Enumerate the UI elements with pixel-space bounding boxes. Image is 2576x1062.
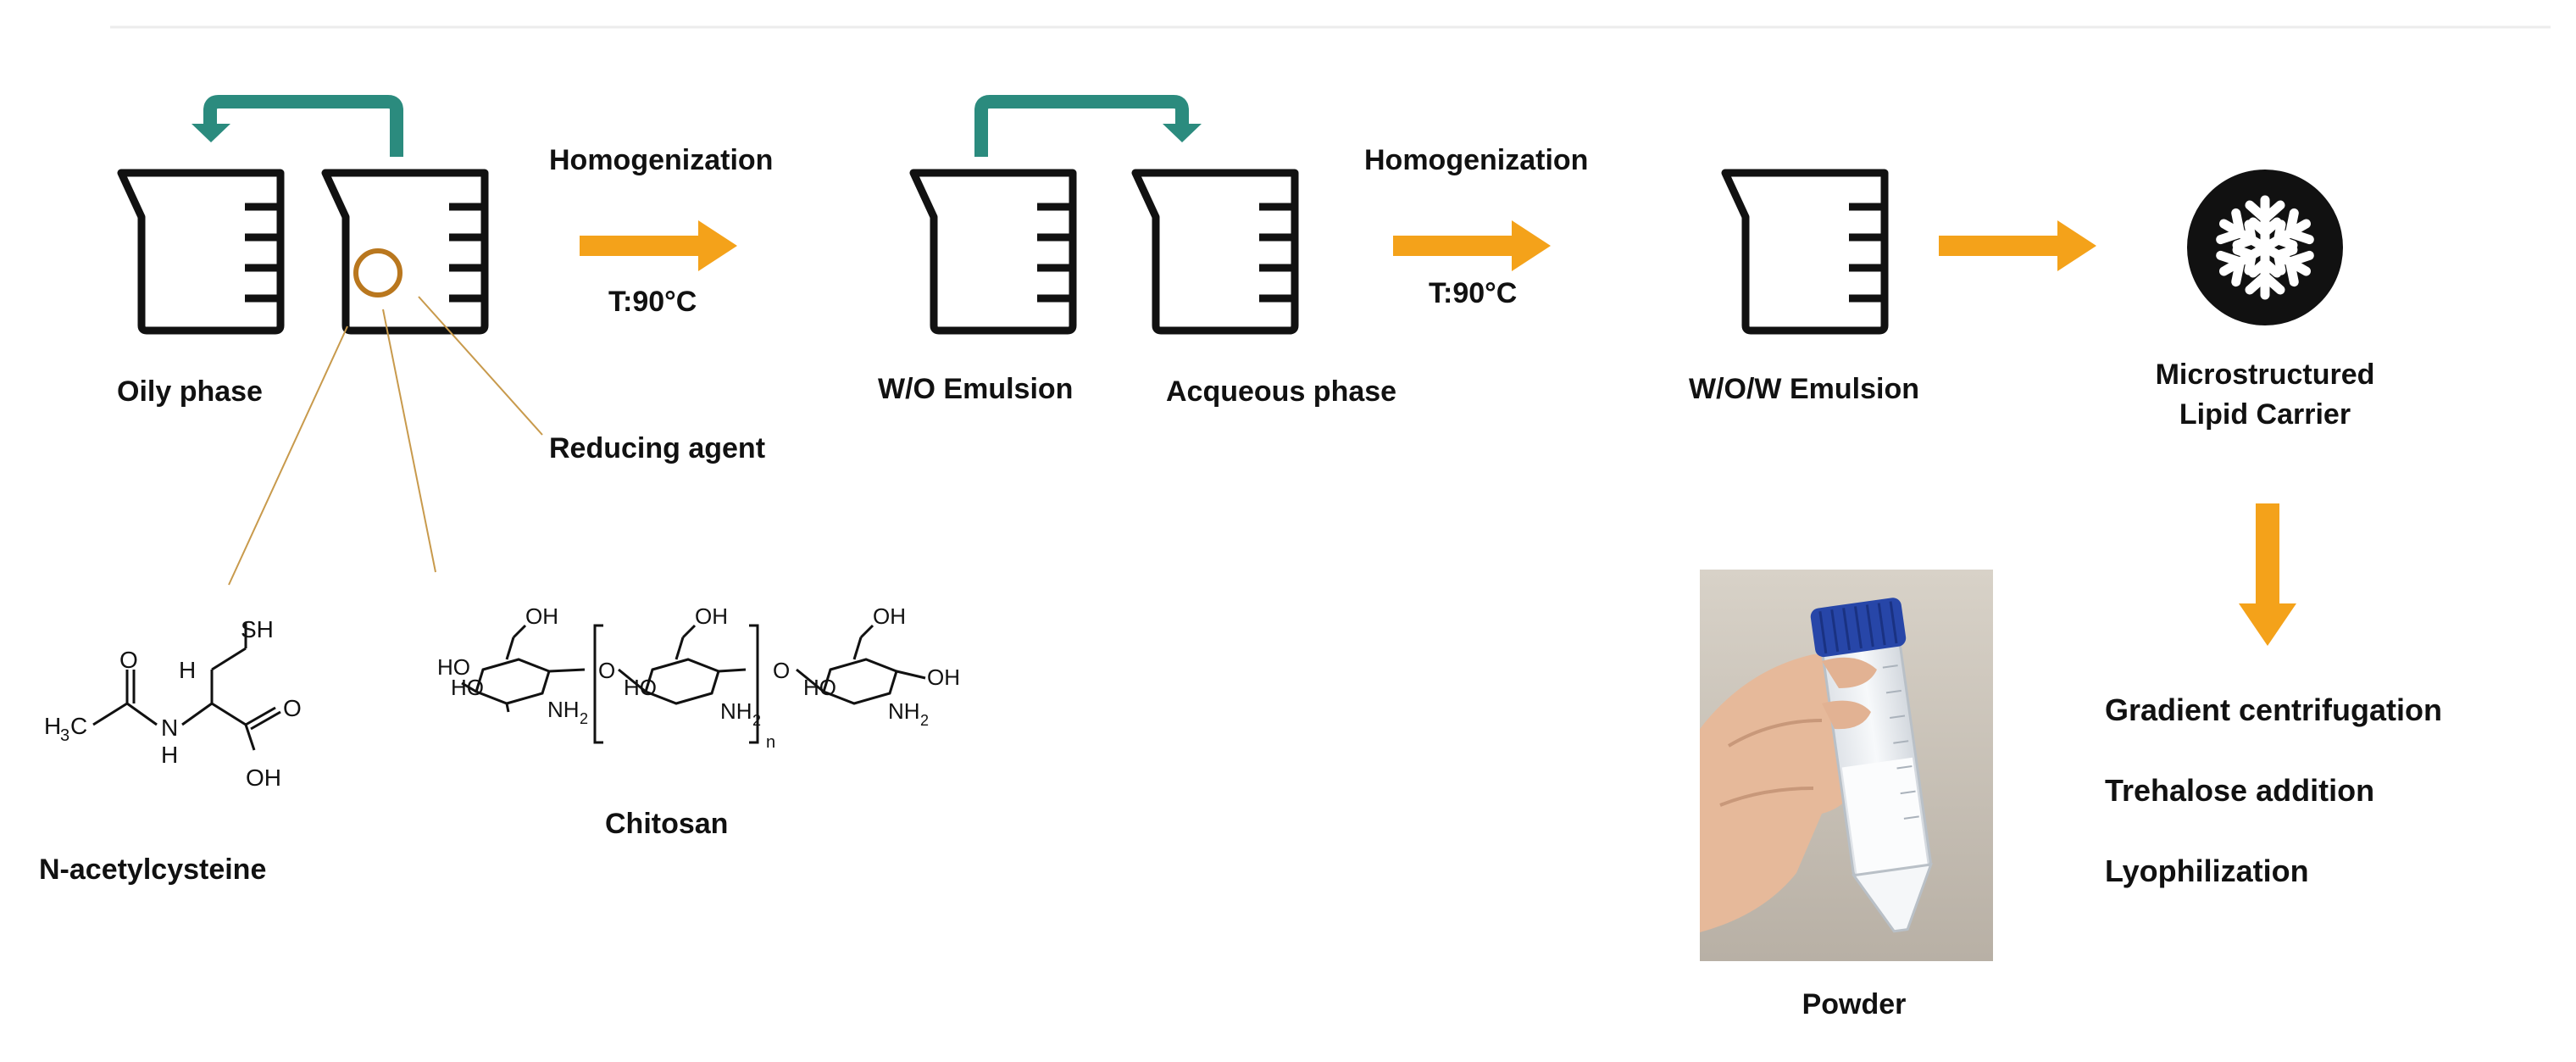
svg-text:H: H: [161, 742, 178, 768]
homogenization-label-1: Homogenization: [549, 144, 773, 176]
wo-emulsion-label: W/O Emulsion: [878, 373, 1073, 405]
process-arrow-1: [580, 220, 737, 271]
powder-label: Powder: [1802, 988, 1907, 1020]
svg-text:H: H: [179, 657, 196, 683]
pointer-line-chitosan: [382, 309, 436, 573]
process-arrow-2: [1393, 220, 1551, 271]
svg-text:O: O: [119, 647, 138, 673]
svg-text:O: O: [283, 695, 302, 721]
svg-text:OH: OH: [873, 603, 906, 629]
svg-text:OH: OH: [246, 765, 281, 791]
svg-text:2: 2: [580, 710, 588, 727]
n-acetylcysteine-label: N-acetylcysteine: [39, 853, 266, 886]
transfer-arrowhead-left: [192, 124, 230, 142]
transfer-arrowhead-right: [1163, 124, 1202, 142]
chitosan-structure: [461, 624, 926, 744]
chitosan-label: Chitosan: [605, 808, 728, 840]
transfer-arrow-right: [974, 95, 1189, 157]
svg-text:2: 2: [920, 712, 929, 729]
carrier-label-line1: Microstructured: [2156, 359, 2375, 391]
carrier-label-line2: Lipid Carrier: [2179, 398, 2351, 431]
n-acetylcysteine-structure: [92, 623, 281, 751]
svg-text:HO: HO: [803, 675, 836, 700]
svg-text:HO: HO: [437, 654, 470, 680]
homogenization-label-2: Homogenization: [1364, 144, 1588, 176]
svg-text:NH: NH: [888, 698, 920, 724]
pointer-line-reducing: [418, 296, 543, 436]
chitosan-atom-labels: OH HO HO NH 2 O OH HO NH 2 n O OH HO NH …: [437, 603, 960, 752]
svg-text:NH: NH: [547, 697, 580, 722]
process-arrow-3: [1939, 220, 2096, 271]
svg-text:O: O: [598, 658, 615, 683]
reducing-agent-circle: [353, 248, 402, 297]
step-lyophilization: Lyophilization: [2105, 853, 2309, 888]
svg-text:H: H: [44, 713, 61, 739]
wo-emulsion-beaker: [913, 173, 1073, 331]
svg-text:C: C: [70, 713, 87, 739]
transfer-arrow-left: [203, 95, 403, 157]
svg-text:2: 2: [752, 712, 761, 729]
svg-text:HO: HO: [624, 675, 657, 700]
temperature-label-1: T:90°C: [608, 286, 697, 318]
svg-text:HO: HO: [451, 675, 484, 700]
oily-phase-label: Oily phase: [117, 375, 263, 408]
svg-text:SH: SH: [241, 616, 274, 642]
aqueous-phase-label: Acqueous phase: [1166, 375, 1396, 408]
svg-text:OH: OH: [927, 664, 960, 690]
svg-text:NH: NH: [720, 698, 752, 724]
reducing-agent-label: Reducing agent: [549, 432, 765, 464]
svg-text:N: N: [161, 714, 178, 741]
svg-text:3: 3: [60, 726, 69, 745]
temperature-label-2: T:90°C: [1429, 277, 1517, 309]
reducing-agent-beaker: [325, 173, 485, 331]
oily-phase-beaker: [121, 173, 280, 331]
powder-photo: [1700, 570, 1993, 961]
pointer-line-nac: [228, 325, 348, 586]
svg-text:OH: OH: [695, 603, 728, 629]
snowflake-icon: [2187, 170, 2343, 325]
svg-text:OH: OH: [525, 603, 558, 629]
step-gradient-centrifugation: Gradient centrifugation: [2105, 692, 2442, 727]
aqueous-phase-beaker: [1135, 173, 1295, 331]
process-arrow-down: [2239, 503, 2296, 646]
wow-emulsion-label: W/O/W Emulsion: [1689, 373, 1919, 405]
step-trehalose-addition: Trehalose addition: [2105, 773, 2374, 808]
wow-emulsion-beaker: [1725, 173, 1885, 331]
svg-text:n: n: [766, 733, 775, 752]
svg-text:O: O: [773, 658, 790, 683]
n-acetylcysteine-atom-labels: SH O H H 3 C N H O OH: [44, 616, 302, 791]
